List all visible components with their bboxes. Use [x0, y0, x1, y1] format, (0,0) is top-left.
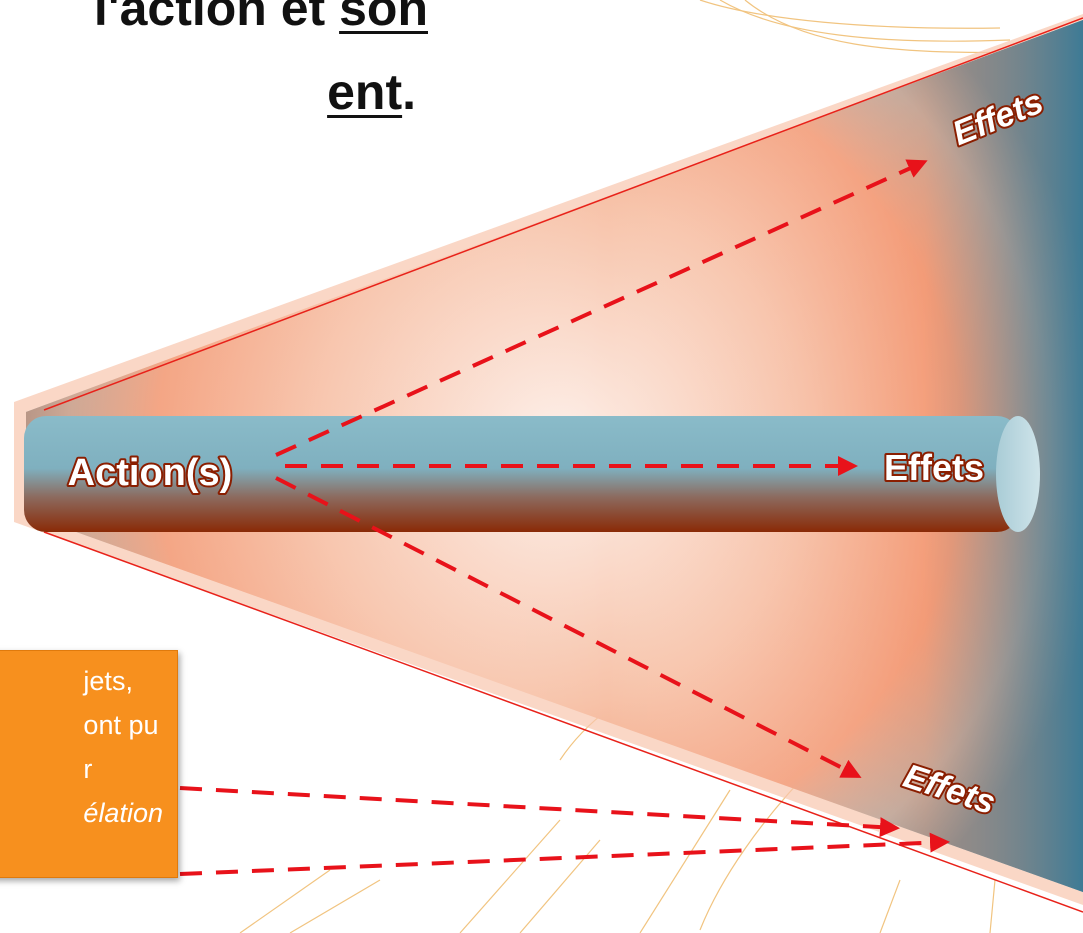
note-line-4: élation: [83, 798, 163, 828]
source-label: Action(s): [68, 452, 233, 494]
title-line2-underlined: ent: [327, 64, 403, 120]
title-line1: l'action et son: [94, 0, 428, 36]
cone-edge-top: [43, 17, 1083, 411]
arrow-to-top-effect: [275, 159, 928, 457]
arrows: [179, 159, 950, 876]
title-line1-prefix: l'action et: [93, 0, 340, 36]
title-line2-suffix: .: [402, 64, 416, 120]
decorative-lines: [239, 0, 1021, 933]
arrow-to-bottom-effect: [275, 476, 862, 778]
cone-edge-bottom: [43, 531, 1083, 913]
arrow-note-line-2: [179, 832, 950, 876]
note-text: jets, ont pu r élation: [83, 659, 163, 835]
note-line-2: ont pu: [83, 710, 159, 740]
note-box: jets, ont pu r élation: [0, 650, 178, 878]
effect-label-middle: Effets: [884, 447, 984, 488]
arrow-note-line-1: [179, 786, 900, 838]
title-line2: ent.: [0, 50, 428, 134]
note-line-3: r: [83, 754, 93, 784]
title-line1-underlined: son: [339, 0, 428, 36]
cylinder: [24, 416, 1040, 532]
page-title: l'action et son ent.: [0, 0, 428, 134]
cylinder-cap: [996, 416, 1040, 532]
note-line-1: jets,: [83, 666, 133, 696]
